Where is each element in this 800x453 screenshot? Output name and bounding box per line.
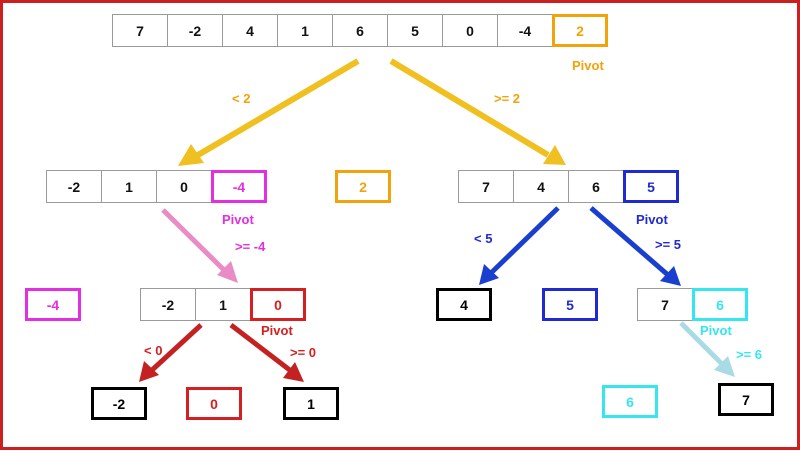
arrow-lt-5 [479,206,560,285]
level2-mid-pivot-label: Pivot [261,323,293,338]
level2-five-box: 5 [542,288,598,321]
branch-label-ge-5: >= 5 [655,237,682,252]
level3-six-box: 6 [602,385,658,418]
level1-left-cell: 0 [156,170,212,203]
level0-cell: 6 [332,14,388,47]
level2-mid-cell: 1 [195,288,251,321]
level0-cell: -4 [497,14,553,47]
level0-cell: 4 [222,14,278,47]
branch-label-ge-2: >= 2 [494,91,521,106]
level0-cell: -2 [167,14,223,47]
arrow-ge-5 [589,206,681,286]
level3-zero-box: 0 [186,387,242,420]
level1-left-cell: 1 [101,170,157,203]
level1-right-cell: 6 [568,170,624,203]
level2-right-pivot-label: Pivot [700,323,732,338]
arrow-ge-2 [389,58,566,165]
branch-label-ge-0: >= 0 [290,345,317,360]
level1-left-cell: -2 [46,170,102,203]
branch-label-lt-0: < 0 [144,343,163,358]
level1-right-cell: 7 [458,170,514,203]
arrow-ge-neg4 [161,208,238,283]
level1-left-pivot-cell: -4 [211,170,267,203]
level2-mid-array: -2 1 0 [140,288,306,321]
level3-seven-box: 7 [718,383,774,416]
level1-right-pivot-cell: 5 [623,170,679,203]
arrow-lt-2 [178,58,360,166]
arrow-ge-0 [229,323,304,382]
branch-label-lt-5: < 5 [474,231,493,246]
level1-right-cell: 4 [513,170,569,203]
level2-right-pivot-cell: 6 [692,288,748,321]
arrow-ge-6 [679,321,735,377]
level0-cell: 7 [112,14,168,47]
level1-left-pivot-label: Pivot [222,212,254,227]
level2-mid-pivot-cell: 0 [250,288,306,321]
level0-cell: 5 [387,14,443,47]
level2-right-array: 7 6 [637,288,748,321]
level0-pivot-label: Pivot [572,58,604,73]
level1-right-pivot-label: Pivot [636,212,668,227]
arrow-lt-0 [139,323,203,382]
level2-mid-cell: -2 [140,288,196,321]
branch-label-lt-2: < 2 [232,91,251,106]
level2-neg4-box: -4 [25,288,81,321]
level0-cell: 0 [442,14,498,47]
level2-four-box: 4 [436,288,492,321]
level1-left-array: -2 1 0 -4 [46,170,267,203]
level2-right-cell: 7 [637,288,693,321]
branch-label-ge-6: >= 6 [736,347,763,362]
level0-array: 7 -2 4 1 6 5 0 -4 2 [112,14,608,47]
branch-label-ge-neg4: >= -4 [235,239,266,254]
level1-middle-box: 2 [335,170,391,203]
level3-one-box: 1 [283,387,339,420]
level3-neg2-box: -2 [91,387,147,420]
level0-cell: 1 [277,14,333,47]
arrows-layer [139,58,735,382]
level1-right-array: 7 4 6 5 [458,170,679,203]
level0-pivot-cell: 2 [552,14,608,47]
